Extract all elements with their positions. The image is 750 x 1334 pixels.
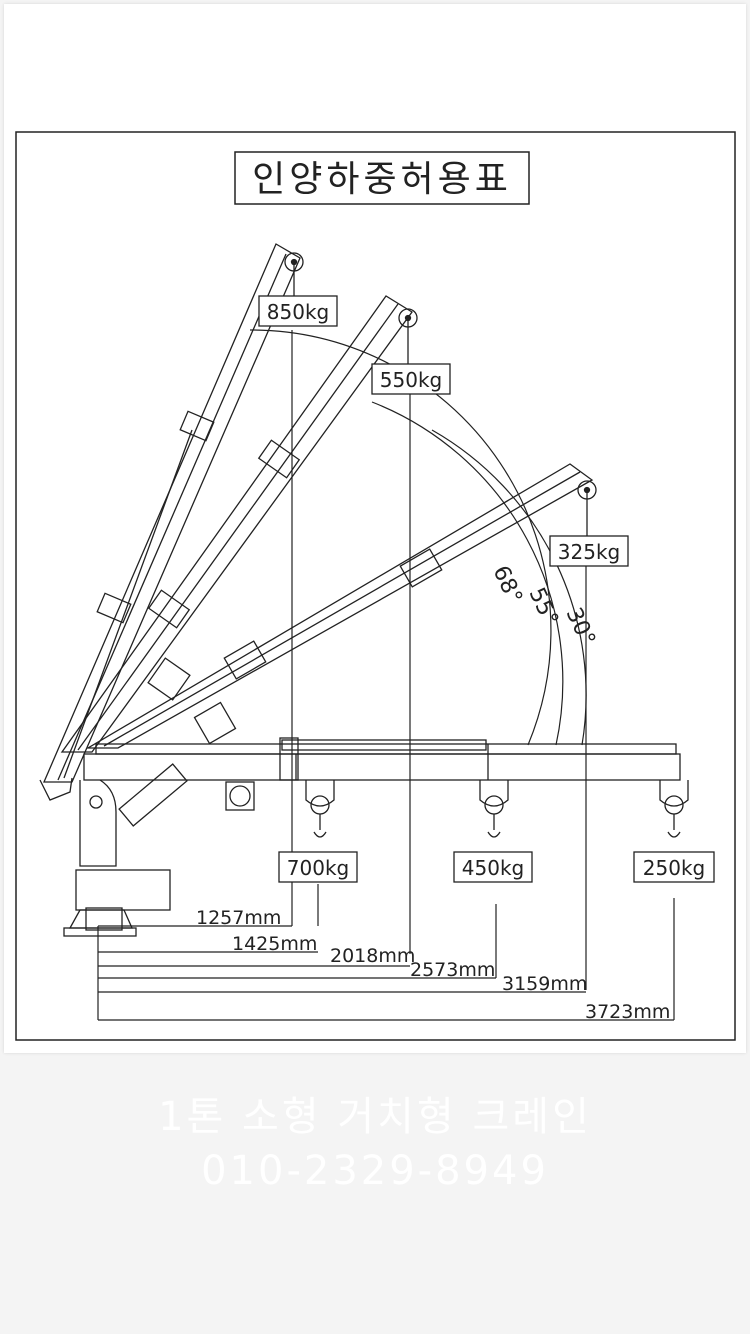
angle-label-30: 30° <box>561 604 600 650</box>
svg-text:325kg: 325kg <box>558 540 620 564</box>
boom-55-degrees <box>60 295 418 753</box>
diagram-frame <box>15 131 736 1041</box>
angle-label-68: 68° <box>488 562 527 608</box>
caption-product-name: 1톤 소형 거치형 크레인 <box>158 1094 592 1140</box>
distance-label-2018: 2018mm <box>330 945 415 967</box>
caption-phone-number: 010-2329-8949 <box>201 1148 549 1194</box>
load-label-700: 700kg <box>278 851 358 883</box>
image-card <box>4 4 746 1053</box>
svg-text:250kg: 250kg <box>643 856 705 880</box>
distance-label-1425: 1425mm <box>232 933 317 955</box>
load-label-550: 550kg <box>371 363 451 395</box>
boom-30-degrees <box>85 463 597 749</box>
distance-label-3723: 3723mm <box>585 1001 670 1023</box>
svg-text:550kg: 550kg <box>380 368 442 392</box>
svg-text:450kg: 450kg <box>462 856 524 880</box>
svg-text:700kg: 700kg <box>287 856 349 880</box>
diagram-title: 인양하중허용표 <box>252 159 512 200</box>
title-box <box>234 151 530 205</box>
dimension-lines <box>97 925 674 1021</box>
crane-mast-and-base <box>63 763 188 937</box>
boom-horizontal <box>83 737 689 838</box>
load-label-450: 450kg <box>453 851 533 883</box>
load-label-850: 850kg <box>258 295 338 327</box>
distance-label-2573: 2573mm <box>410 959 495 981</box>
svg-text:850kg: 850kg <box>267 300 329 324</box>
distance-label-3159: 3159mm <box>502 973 587 995</box>
caption-overlay: 1톤 소형 거치형 크레인 010-2329-8949 <box>0 1090 750 1198</box>
load-leader-lines <box>291 330 675 1020</box>
load-label-325: 325kg <box>549 535 629 567</box>
boom-68-degrees <box>39 243 304 801</box>
load-label-250: 250kg <box>633 851 715 883</box>
crane-load-chart-diagram: 인양하중허용표 68° 55° 30° <box>15 131 736 1041</box>
distance-label-1257: 1257mm <box>196 907 281 929</box>
